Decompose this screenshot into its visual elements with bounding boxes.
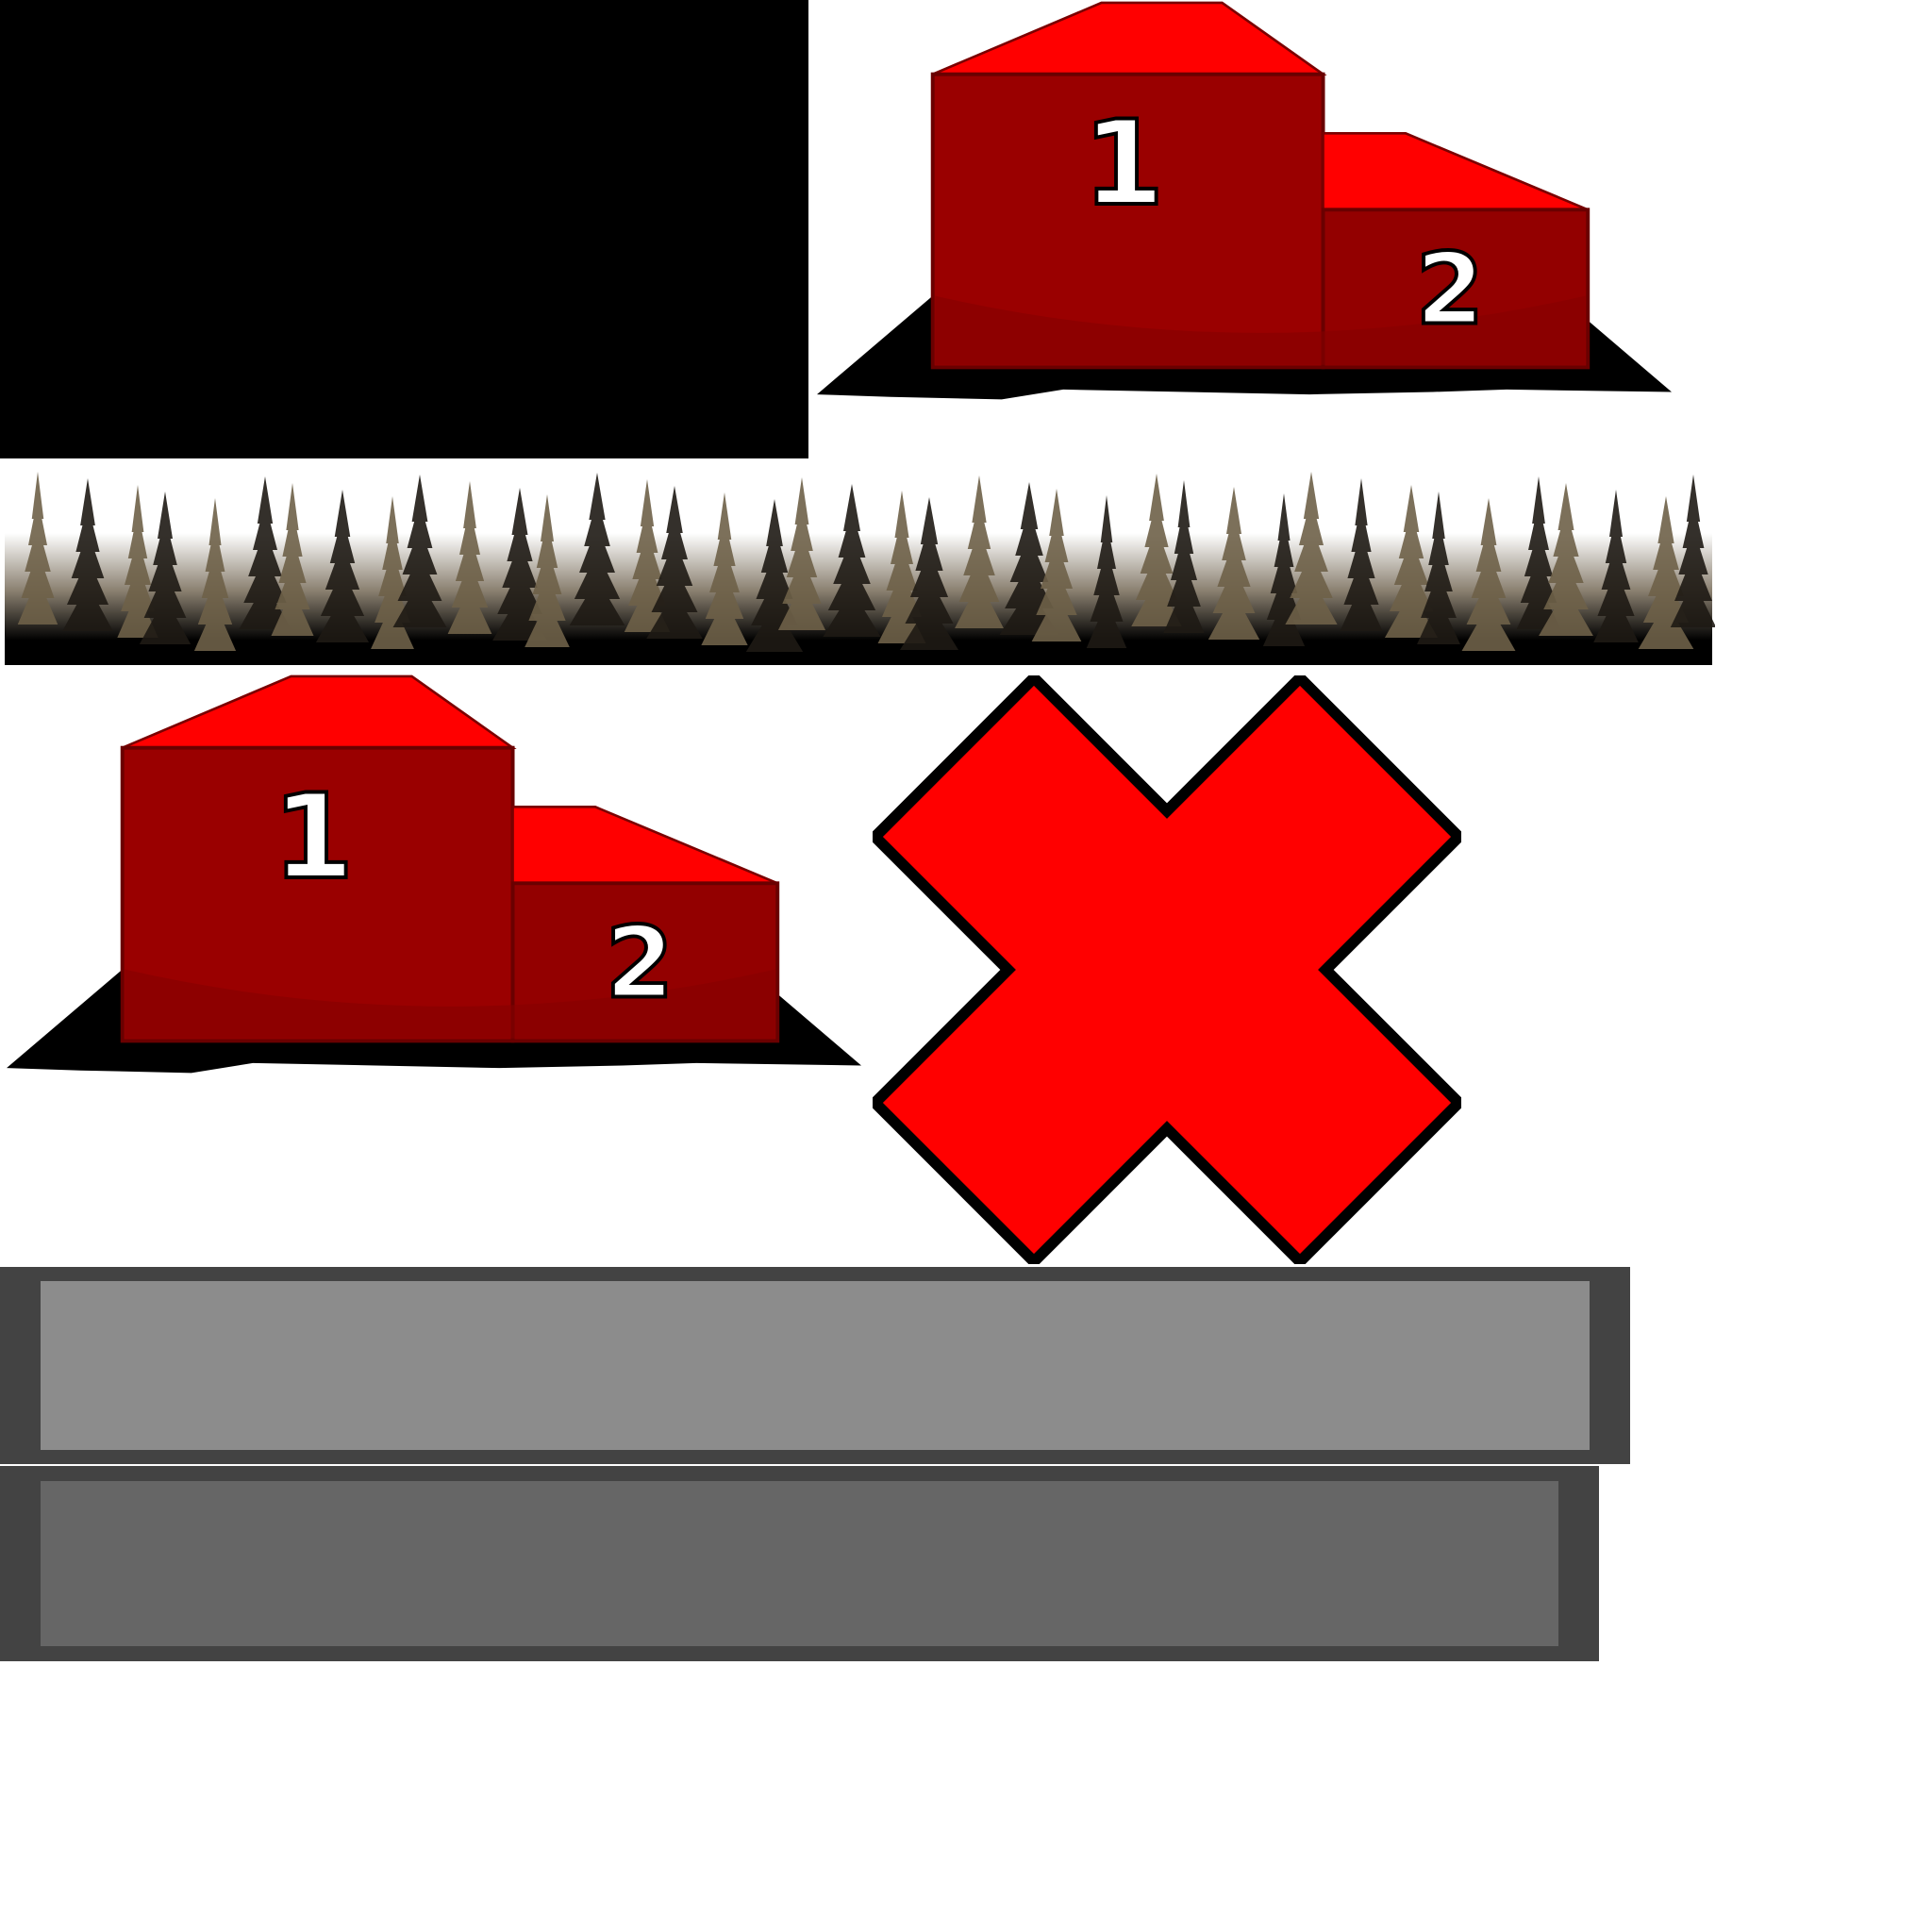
button-bar-dark-fill <box>41 1481 1558 1646</box>
podium-first-label: 1 <box>273 770 354 906</box>
pine-tree <box>1340 478 1383 631</box>
pine-tree <box>1670 475 1715 627</box>
pine-tree <box>447 481 492 634</box>
pine-tree <box>62 478 113 631</box>
pine-tree <box>999 482 1059 635</box>
button-bar-light[interactable] <box>0 1267 1630 1464</box>
pine-tree <box>315 490 370 642</box>
pine-tree <box>1461 498 1516 651</box>
pine-tree <box>877 491 926 643</box>
podium-sprite-1: 1 2 <box>817 1 1672 400</box>
black-panel <box>0 0 808 458</box>
pine-tree <box>646 486 703 639</box>
pine-tree <box>624 479 671 632</box>
pine-tree <box>899 497 959 650</box>
pine-tree <box>139 491 192 644</box>
pine-forest-strip <box>5 472 1715 665</box>
pine-tree <box>117 485 158 638</box>
pine-tree <box>17 472 58 625</box>
pine-tree <box>1593 490 1639 642</box>
pine-tree <box>1539 483 1593 636</box>
pine-tree <box>1086 495 1127 648</box>
pine-tree <box>193 498 237 651</box>
pine-tree <box>1031 489 1082 641</box>
pine-tree <box>1417 491 1460 644</box>
pine-tree <box>492 488 547 641</box>
pine-tree <box>239 476 291 629</box>
pine-tree <box>1285 472 1338 625</box>
pine-tree <box>1384 485 1439 638</box>
podium-sprite-2: 1 2 <box>7 675 861 1074</box>
pine-tree <box>271 483 314 636</box>
pine-tree <box>1516 476 1561 629</box>
pine-tree <box>1208 487 1260 640</box>
podium-second-label: 2 <box>1416 231 1485 346</box>
pine-tree <box>1163 480 1205 633</box>
pine-tree <box>701 492 748 645</box>
pine-tree <box>1131 474 1182 626</box>
podium-first-label: 1 <box>1083 96 1164 232</box>
pine-tree <box>777 477 826 630</box>
pine-tree <box>823 484 881 637</box>
pine-tree <box>525 494 570 647</box>
button-bar-light-fill <box>41 1281 1590 1450</box>
close-x-icon[interactable] <box>873 675 1461 1264</box>
podium-second-label: 2 <box>606 905 675 1020</box>
pine-tree <box>955 475 1004 628</box>
button-bar-dark[interactable] <box>0 1466 1599 1661</box>
pine-tree <box>392 475 447 627</box>
pine-tree <box>569 473 625 625</box>
